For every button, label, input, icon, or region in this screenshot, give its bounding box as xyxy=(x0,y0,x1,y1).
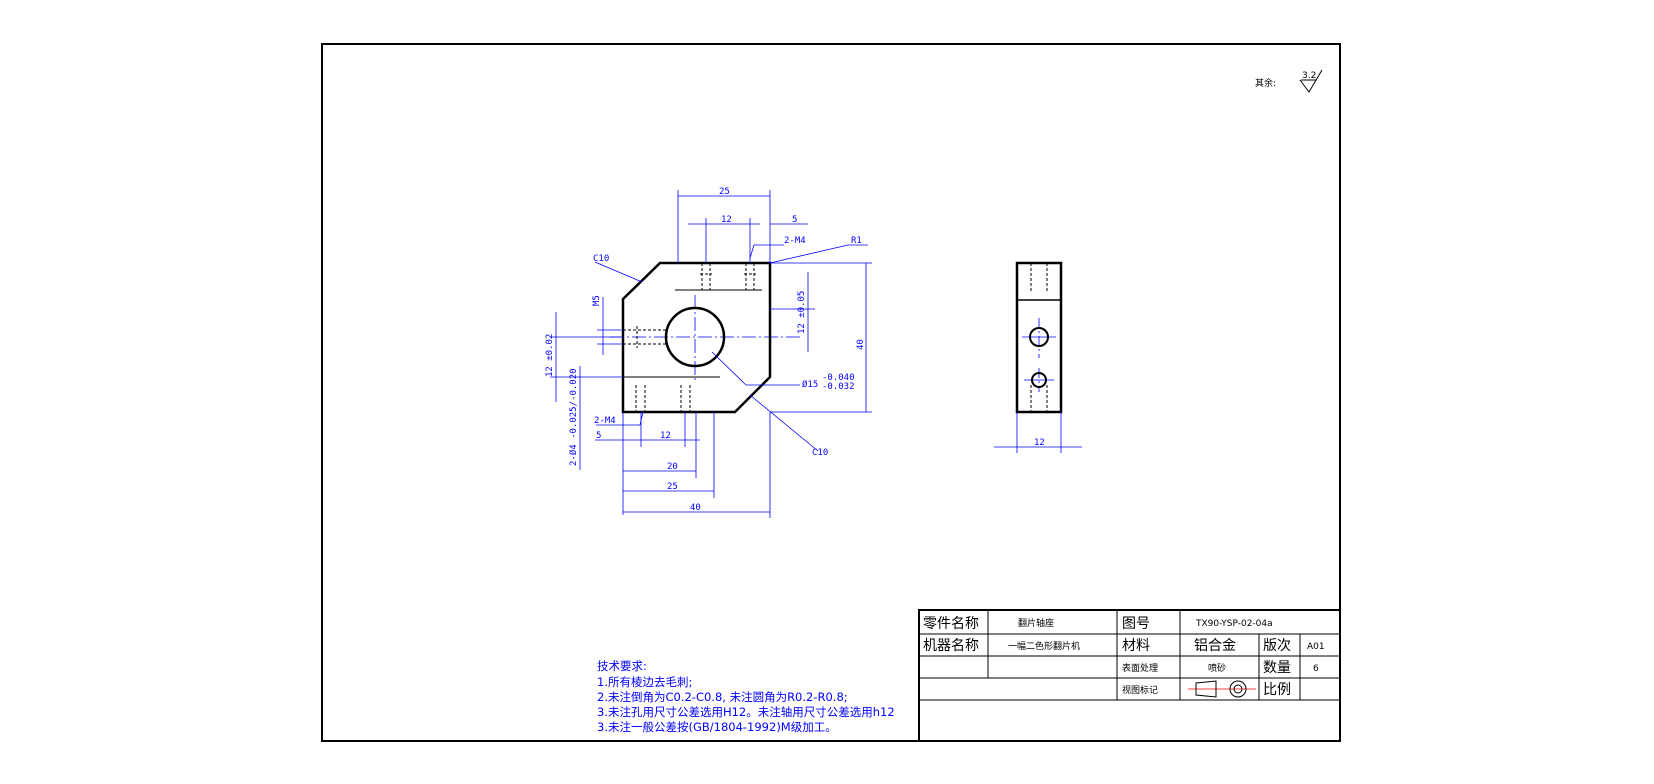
dim-bottom-5: 5 xyxy=(596,431,601,441)
chamfer-label-bottom: C10 xyxy=(812,448,828,458)
dim-top-25: 25 xyxy=(719,187,730,197)
surface-finish-label: 其余: xyxy=(1255,77,1276,89)
tech-requirements: 技术要求: 1.所有棱边去毛刺; 2.未注倒角为C0.2-C0.8, 未注圆角为… xyxy=(597,659,895,734)
revision-value: A01 xyxy=(1307,642,1325,652)
roughness-symbol-icon xyxy=(1299,69,1323,93)
dia-15-tol-upper: -0.040 xyxy=(822,373,855,383)
projection-symbol-icon xyxy=(1188,680,1256,698)
view-mark-label: 视图标记 xyxy=(1122,684,1158,696)
front-dimension-lines xyxy=(550,190,872,518)
dim-right-12: 12 ±0.05 xyxy=(797,291,807,334)
drawing-border xyxy=(321,43,1341,742)
tech-requirement-item: 2.未注倒角为C0.2-C0.8, 未注圆角为R0.2-R0.8; xyxy=(597,690,848,704)
side-dim-width: 12 xyxy=(1034,438,1045,448)
drawing-no-label: 图号 xyxy=(1122,616,1150,632)
front-view: 25 12 5 2-M4 R1 C10 12 ±0.05 40 M5 12 ±0… xyxy=(545,187,872,518)
dia-15: Ø15 xyxy=(802,379,818,390)
side-view-pin-hole xyxy=(1031,372,1047,388)
dim-bottom-20: 20 xyxy=(667,462,678,472)
tapped-hole-bottom-label: 2-M4 xyxy=(594,416,616,426)
title-block xyxy=(918,609,1341,742)
material-label: 材料 xyxy=(1122,638,1150,654)
tech-requirement-item: 3.未注孔用尺寸公差选用H12。未注轴用尺寸公差选用h12 xyxy=(597,705,895,719)
dim-top-5: 5 xyxy=(792,215,797,225)
tapped-hole-top-label: 2-M4 xyxy=(784,236,806,246)
tech-requirement-item: 3.未注一般公差按(GB/1804-1992)M级加工。 xyxy=(597,720,837,734)
part-name-value: 翻片轴座 xyxy=(1018,617,1054,629)
surface-treatment-value: 喷砂 xyxy=(1208,662,1226,674)
dim-pin: 2-Ø4 -0.025/-0.020 xyxy=(568,368,579,466)
radius-label: R1 xyxy=(851,236,862,246)
revision-label: 版次 xyxy=(1263,638,1291,654)
dia-15-tol-lower: -0.032 xyxy=(822,382,855,392)
front-view-outline xyxy=(621,261,772,414)
side-view-outline xyxy=(1015,261,1063,414)
tech-requirement-item: 1.所有棱边去毛刺; xyxy=(597,675,692,689)
side-view-bore xyxy=(1029,327,1049,347)
top-tapped-holes xyxy=(700,263,756,290)
dim-bottom-12: 12 xyxy=(660,431,671,441)
quantity-label: 数量 xyxy=(1263,660,1291,676)
dim-left-12: 12 ±0.02 xyxy=(545,334,555,377)
dim-top-12: 12 xyxy=(721,215,732,225)
drawing-no-value: TX90-YSP-02-04a xyxy=(1195,619,1273,629)
dim-bottom-25: 25 xyxy=(667,482,678,492)
tech-requirements-title: 技术要求: xyxy=(597,659,647,673)
dim-m5: M5 xyxy=(592,295,602,306)
chamfer-label-top: C10 xyxy=(593,254,609,264)
surface-finish-note: 其余: 3.2 xyxy=(1255,69,1323,93)
dim-bottom-40: 40 xyxy=(690,503,701,513)
center-bore xyxy=(664,306,726,368)
machine-name-label: 机器名称 xyxy=(923,638,979,654)
left-tapped-holes xyxy=(623,326,668,348)
scale-label: 比例 xyxy=(1263,682,1291,698)
quantity-value: 6 xyxy=(1313,664,1319,674)
bottom-pin-holes xyxy=(635,385,691,412)
machine-name-value: 一幅二色形翻片机 xyxy=(1008,640,1080,652)
surface-roughness-value: 3.2 xyxy=(1302,71,1316,81)
side-view: 12 xyxy=(994,261,1082,453)
material-value: 铝合金 xyxy=(1194,638,1236,654)
part-name-label: 零件名称 xyxy=(923,616,979,632)
surface-treatment-label: 表面处理 xyxy=(1122,662,1158,674)
dim-right-40: 40 xyxy=(856,339,866,350)
